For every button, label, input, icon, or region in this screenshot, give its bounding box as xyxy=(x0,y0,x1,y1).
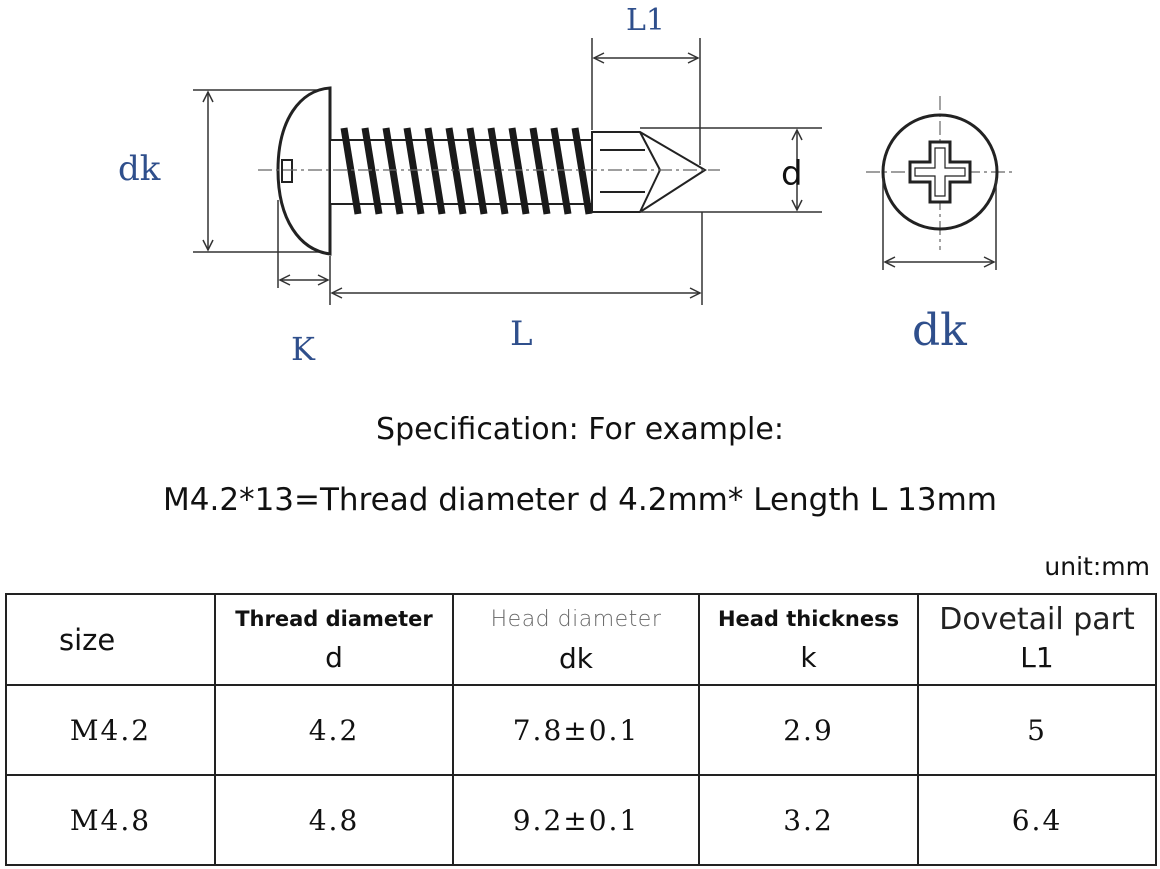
l1-dimension xyxy=(591,38,701,165)
header-head-diameter-symbol: dk xyxy=(559,641,593,675)
header-head-diameter: Head diameter dk xyxy=(452,593,700,686)
header-thread-symbol: d xyxy=(325,641,343,674)
l-dimension xyxy=(330,212,703,305)
cell-k: 2.9 xyxy=(698,684,919,776)
cell-size: M4.2 xyxy=(5,684,216,776)
header-thread-name: Thread diameter xyxy=(235,607,433,631)
thread-stroke xyxy=(340,127,362,215)
thread-stroke xyxy=(382,127,404,215)
cell-l1: 6.4 xyxy=(917,774,1157,866)
header-dovetail-name: Dovetail part xyxy=(939,601,1135,637)
thread-stroke xyxy=(571,127,593,215)
header-head-thickness-symbol: k xyxy=(800,641,817,674)
thread-stroke xyxy=(361,127,383,215)
cell-d: 4.8 xyxy=(214,774,454,866)
thread-stroke xyxy=(424,127,446,215)
thread-stroke xyxy=(445,127,467,215)
spec-example: M4.2*13=Thread diameter d 4.2mm* Length … xyxy=(163,482,997,518)
header-head-diameter-name: Head diameter xyxy=(490,606,662,632)
dk-dimension-top xyxy=(882,178,997,270)
cell-k: 3.2 xyxy=(698,774,919,866)
dk-top-label: dk xyxy=(912,305,967,356)
cell-d: 4.2 xyxy=(214,684,454,776)
l-label: L xyxy=(510,314,533,354)
thread-stroke xyxy=(403,127,425,215)
table-header-row: size Thread diameter d Head diameter dk … xyxy=(5,593,1157,686)
header-head-thickness-name: Head thickness xyxy=(717,607,900,631)
spec-table: size Thread diameter d Head diameter dk … xyxy=(5,593,1157,866)
phillips-cross-icon xyxy=(908,140,972,204)
dk-side-label: dk xyxy=(118,149,161,189)
screw-diagram: dk L1 d xyxy=(118,3,1016,368)
screw-shank xyxy=(329,127,593,215)
cell-dk: 9.2±0.1 xyxy=(452,774,700,866)
l1-label: L1 xyxy=(626,3,665,38)
head-top-view xyxy=(866,96,1016,250)
table-row: M4.8 4.8 9.2±0.1 3.2 6.4 xyxy=(5,774,1157,866)
thread-stroke xyxy=(529,127,551,215)
header-head-thickness: Head thickness k xyxy=(698,593,919,686)
drill-point xyxy=(591,131,707,213)
table-row: M4.2 4.2 7.8±0.1 2.9 5 xyxy=(5,684,1157,776)
spec-title: Specification: For example: xyxy=(376,412,784,447)
header-size: size xyxy=(5,593,216,686)
unit-label: unit:mm xyxy=(1044,552,1150,581)
thread-stroke xyxy=(487,127,509,215)
thread-stroke xyxy=(466,127,488,215)
cell-size: M4.8 xyxy=(5,774,216,866)
thread-stroke xyxy=(550,127,572,215)
cell-l1: 5 xyxy=(917,684,1157,776)
d-dimension xyxy=(640,127,822,213)
header-dovetail-symbol: L1 xyxy=(1020,640,1054,674)
header-thread-diameter: Thread diameter d xyxy=(214,593,454,686)
k-label: K xyxy=(291,330,316,368)
dk-dimension-side xyxy=(193,89,325,253)
screw-head xyxy=(276,86,332,256)
thread-stroke xyxy=(508,127,530,215)
header-dovetail: Dovetail part L1 xyxy=(917,593,1157,686)
cell-dk: 7.8±0.1 xyxy=(452,684,700,776)
d-label: d xyxy=(781,154,803,194)
k-dimension xyxy=(277,200,331,305)
